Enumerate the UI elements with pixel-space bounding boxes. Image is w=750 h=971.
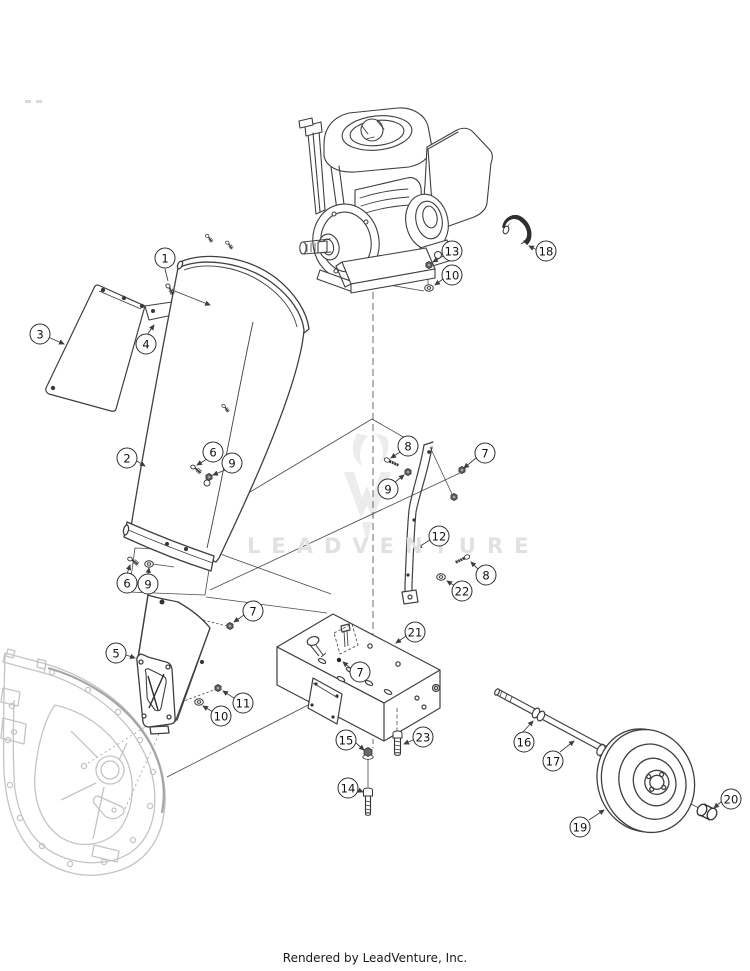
callout-9[interactable]: 9 <box>377 478 399 500</box>
callout-3[interactable]: 3 <box>29 323 51 345</box>
callout-7[interactable]: 7 <box>242 600 264 622</box>
washer-22-glyph <box>436 573 446 581</box>
callout-6[interactable]: 6 <box>116 572 138 594</box>
housing-rim-band <box>47 666 165 814</box>
chute-band <box>122 521 215 572</box>
fuel-cap <box>360 118 384 142</box>
axle-cap <box>696 803 718 821</box>
callout-4[interactable]: 4 <box>135 333 157 355</box>
washer-9-glyph <box>144 560 154 568</box>
nut-9-glyph <box>205 472 213 482</box>
deflector-flap <box>45 284 146 412</box>
frame-base <box>276 613 441 742</box>
callout-1[interactable]: 1 <box>154 247 176 269</box>
hose-fitting <box>502 215 532 246</box>
frame-front-plate <box>307 677 343 725</box>
footer-credit: Rendered by LeadVenture, Inc. <box>282 951 468 965</box>
bolt-23-glyph <box>392 730 403 756</box>
handle-bar <box>401 441 434 605</box>
callout-9[interactable]: 9 <box>221 452 243 474</box>
callout-10[interactable]: 10 <box>210 705 232 727</box>
callout-21[interactable]: 21 <box>404 621 426 643</box>
washer-10-glyph <box>424 284 434 292</box>
chute-screw-glyph <box>223 239 236 251</box>
callout-17[interactable]: 17 <box>542 750 564 772</box>
callout-22[interactable]: 22 <box>451 580 473 602</box>
engine-dipstick <box>298 117 326 215</box>
axle-collar <box>531 707 546 722</box>
nut-9-glyph <box>404 467 412 477</box>
nut-7-glyph <box>226 621 234 631</box>
callout-23[interactable]: 23 <box>412 726 434 748</box>
callout-11[interactable]: 11 <box>232 692 254 714</box>
impeller-housing-ghost <box>0 648 166 876</box>
callout-20[interactable]: 20 <box>720 788 742 810</box>
callout-14[interactable]: 14 <box>337 777 359 799</box>
housing-rim-bolts <box>4 668 157 868</box>
frame-oil-drain-key <box>306 635 327 658</box>
callout-6[interactable]: 6 <box>202 441 224 463</box>
adapter-flange <box>136 653 176 735</box>
callout-7[interactable]: 7 <box>349 661 371 683</box>
nut-13-glyph <box>425 260 433 270</box>
fasteners <box>125 232 472 816</box>
frame-carriage-bolt <box>333 623 359 655</box>
callout-5[interactable]: 5 <box>105 642 127 664</box>
callout-15[interactable]: 15 <box>335 729 357 751</box>
washer-10-glyph <box>194 698 204 706</box>
chute-screw-glyph <box>203 232 216 244</box>
watermark-text: LEADVENTURE <box>247 534 540 558</box>
nut-7-glyph <box>450 492 458 502</box>
callout-10[interactable]: 10 <box>441 264 463 286</box>
callout-18[interactable]: 18 <box>535 240 557 262</box>
nut-11-glyph <box>214 683 222 693</box>
engine-fuel-tank <box>323 107 432 173</box>
callout-13[interactable]: 13 <box>441 240 463 262</box>
callout-8[interactable]: 8 <box>397 435 419 457</box>
callout-9[interactable]: 9 <box>137 573 159 595</box>
bolt-14-glyph <box>363 787 373 816</box>
callout-19[interactable]: 19 <box>569 816 591 838</box>
callout-7[interactable]: 7 <box>474 442 496 464</box>
scan-artifact <box>25 100 31 103</box>
nut-15-glyph <box>362 747 374 760</box>
discharge-chute <box>122 255 310 572</box>
callout-12[interactable]: 12 <box>428 525 450 547</box>
engine-base-plate <box>316 247 436 294</box>
callout-8[interactable]: 8 <box>475 564 497 586</box>
chute-adapter <box>136 594 211 735</box>
callout-16[interactable]: 16 <box>513 731 535 753</box>
engine-output-shaft <box>299 238 332 255</box>
scan-artifact <box>36 100 42 103</box>
bolt-8-glyph <box>382 455 401 469</box>
engine-assembly <box>298 107 493 294</box>
callout-2[interactable]: 2 <box>116 447 138 469</box>
wheel <box>596 728 696 834</box>
